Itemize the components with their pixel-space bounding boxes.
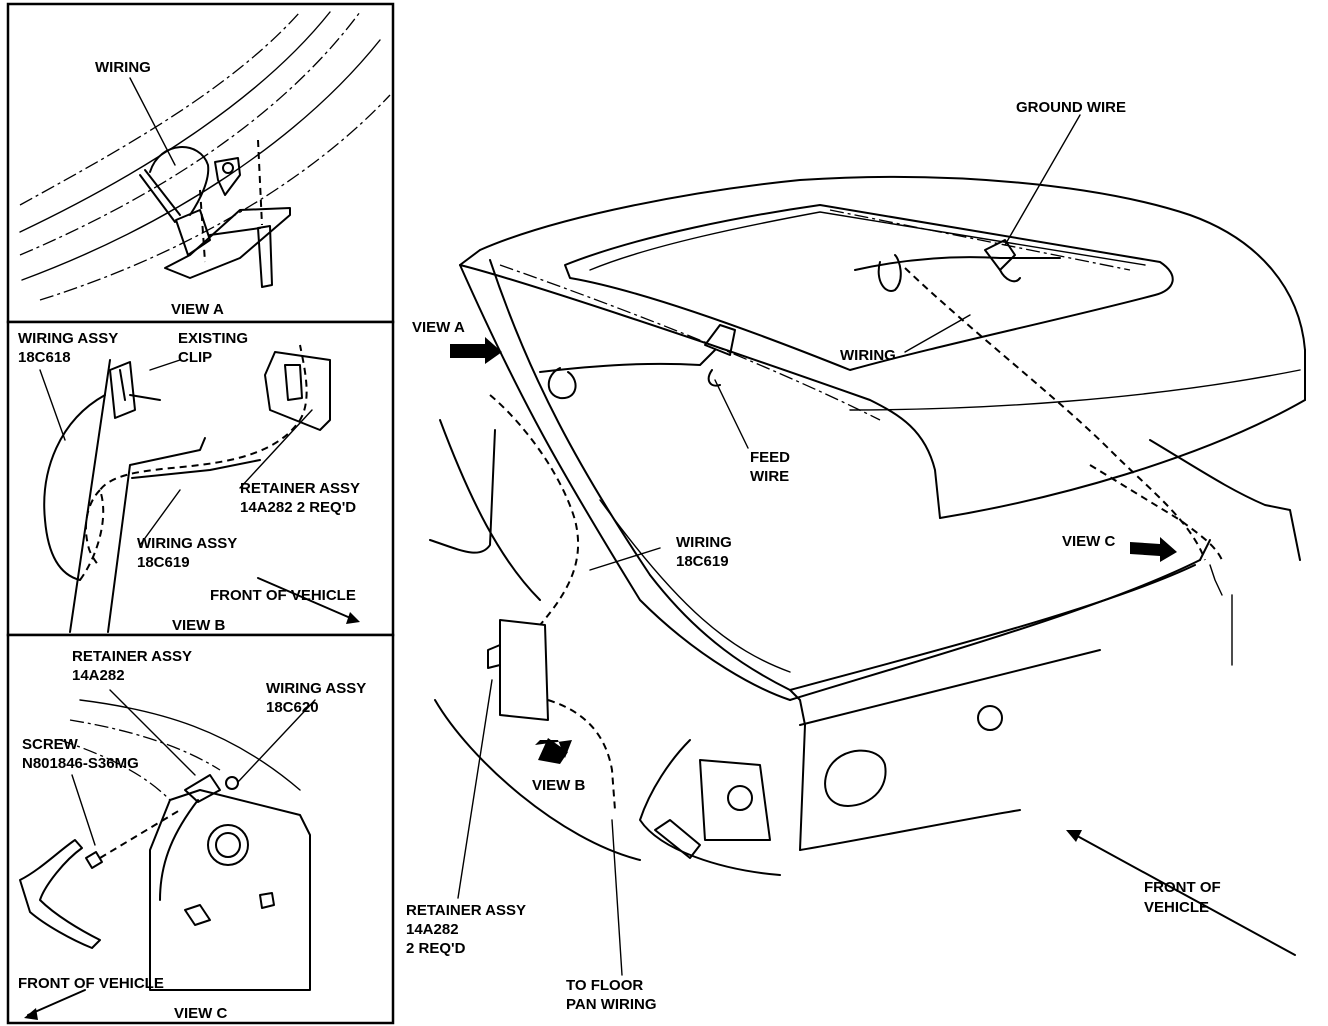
inset-panels: [6, 2, 395, 1025]
view-b-wiring-assy-lower-part: 18C619: [137, 554, 190, 571]
view-a-labels: WIRING VIEW A: [95, 59, 224, 318]
view-a-panel: [6, 2, 395, 324]
view-c-retainer-label: RETAINER ASSY: [72, 648, 192, 665]
view-b-caption: VIEW B: [172, 617, 226, 634]
main-front-of-vehicle-label: FRONT OF: [1144, 879, 1221, 896]
view-b-retainer-label: RETAINER ASSY: [240, 480, 360, 497]
view-c-retainer-part: 14A282: [72, 667, 125, 684]
view-c-screw-label: SCREW: [22, 736, 79, 753]
view-b-wiring-assy-part: 18C618: [18, 349, 71, 366]
view-c-labels: RETAINER ASSY 14A282 WIRING ASSY 18C620 …: [18, 648, 366, 1022]
main-view-b-label: VIEW B: [532, 777, 586, 794]
view-c-screw-part: N801846-S36MG: [22, 755, 139, 772]
view-a-wiring-label: WIRING: [95, 59, 151, 76]
floor-pan-wiring-label-2: PAN WIRING: [566, 996, 657, 1013]
ground-wire-label: GROUND WIRE: [1016, 99, 1126, 116]
view-a-caption: VIEW A: [171, 301, 224, 318]
view-b-wiring-assy-lower-label: WIRING ASSY: [137, 535, 237, 552]
feed-wire-label: FEED: [750, 449, 790, 466]
wiring-18c619-label: WIRING: [676, 534, 732, 551]
main-wiring-label: WIRING: [840, 347, 896, 364]
main-retainer-label: RETAINER ASSY: [406, 902, 526, 919]
view-b-existing-clip-label: EXISTING: [178, 330, 248, 347]
view-b-wiring-assy-label: WIRING ASSY: [18, 330, 118, 347]
view-b-drawing: [39, 344, 360, 633]
view-c-drawing: [19, 689, 316, 1020]
view-a-drawing: [19, 11, 391, 301]
main-retainer-qty: 2 REQ'D: [406, 940, 466, 957]
view-b-front-of-vehicle-label: FRONT OF VEHICLE: [210, 587, 356, 604]
view-b-existing-clip-label-2: CLIP: [178, 349, 212, 366]
view-b-labels: WIRING ASSY 18C618 EXISTING CLIP RETAINE…: [18, 330, 360, 634]
main-view-c-label: VIEW C: [1062, 533, 1116, 550]
view-c-wiring-assy-label: WIRING ASSY: [266, 680, 366, 697]
view-b-panel: [6, 320, 395, 637]
feed-wire-label-2: WIRE: [750, 468, 789, 485]
view-c-front-of-vehicle-label: FRONT OF VEHICLE: [18, 975, 164, 992]
view-c-panel: [6, 633, 395, 1025]
view-c-wiring-assy-part: 18C620: [266, 699, 319, 716]
view-c-caption: VIEW C: [174, 1005, 228, 1022]
wiring-18c619-part: 18C619: [676, 553, 729, 570]
floor-pan-wiring-label: TO FLOOR: [566, 977, 643, 994]
main-view-a-label: VIEW A: [412, 319, 465, 336]
main-front-of-vehicle-label-2: VEHICLE: [1144, 899, 1209, 916]
main-labels: GROUND WIRE VIEW A WIRING FEED WIRE WIRI…: [406, 99, 1221, 1013]
view-b-retainer-part: 14A282 2 REQ'D: [240, 499, 356, 516]
vehicle-drawing: [429, 114, 1306, 976]
main-retainer-part: 14A282: [406, 921, 459, 938]
